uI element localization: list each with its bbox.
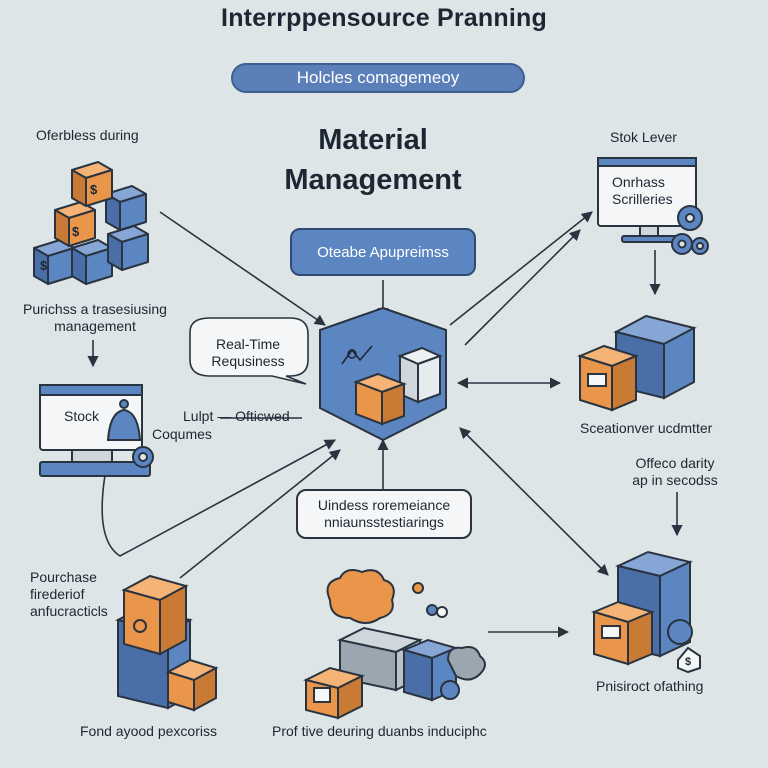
arrow-center-to-bottomright: [459, 427, 609, 576]
main-heading: Material Management: [262, 120, 484, 200]
speech-bubble-text: Real-Time Requsiness: [196, 336, 300, 370]
label-top-left: Oferbless during: [36, 127, 139, 143]
arrow-center-to-leftbottom: [179, 449, 341, 579]
speech-line-2: Requsiness: [211, 353, 285, 369]
svg-text:$: $: [90, 182, 98, 197]
curve-left: [101, 439, 336, 557]
lower-process-box: Uindess roremeiance nniaunsstestiarings: [296, 489, 472, 539]
speech-bubble: [189, 317, 309, 385]
label-left-bottom-line-3: anfucracticls: [30, 603, 108, 619]
heading-line-1: Material: [318, 124, 428, 156]
lower-box-line-2: nniaunsstestiarings: [324, 514, 444, 530]
label-top-right: Stok Lever: [610, 129, 677, 145]
stock-level-monitor: [597, 157, 709, 255]
label-stock: Stock: [64, 408, 100, 424]
monitor-line-2: Scrilleries: [612, 191, 673, 207]
label-lulpt: Lulpt — Ofticwed: [183, 408, 290, 424]
purchase-boxes-bottom-left: [115, 574, 219, 712]
label-bottom-right: Pnisiroct ofathing: [596, 678, 704, 694]
stock-monitor-illustration: [39, 384, 154, 477]
warehouse-box-right: [577, 314, 697, 412]
label-left-bottom-line-2: firederiof: [30, 586, 85, 602]
label-right-mid-2: Offeco darity ap in secodss: [600, 455, 750, 489]
dollar-icon: $ $ $: [40, 182, 98, 273]
arrow-topleft-to-center: [159, 211, 326, 326]
svg-text:$: $: [72, 224, 80, 239]
arrow-topright-to-center: [464, 229, 581, 346]
label-bottom-center: Prof tive deuring duanbs induciphc: [272, 723, 487, 739]
label-bottom-left: Fond ayood pexcoriss: [80, 723, 217, 739]
label-coqumes: Coqumes: [152, 426, 212, 442]
monitor-text: Onrhass Scrilleries: [612, 174, 692, 208]
shipping-box-bottom-right: $: [591, 550, 701, 674]
label-right-mid-2-line-1: Offeco darity: [635, 455, 715, 471]
label-left-mid-line-2: management: [54, 318, 136, 334]
central-process-box: Oteabe Apupreimss: [290, 228, 476, 276]
label-left-bottom: Pourchase firederiof anfucracticls: [30, 569, 108, 620]
heading-line-2: Management: [284, 164, 462, 196]
label-left-mid-line-1: Purichss a trasesiusing: [23, 301, 167, 317]
arrow-center-to-topright: [449, 211, 593, 326]
label-left-mid: Purichss a trasesiusing management: [0, 301, 190, 335]
monitor-line-1: Onrhass: [612, 174, 665, 190]
subtitle-pill: Holcles comagemeoy: [231, 63, 525, 93]
lower-box-line-1: Uindess roremeiance: [317, 497, 451, 513]
production-machinery: [303, 569, 486, 720]
central-hub: [319, 306, 447, 442]
svg-text:$: $: [685, 656, 691, 668]
label-right-mid-2-line-2: ap in secodss: [632, 472, 718, 488]
cube-stack-top-left: [33, 161, 149, 285]
diagram-title: Interrppensource Pranning: [221, 4, 547, 32]
label-right-mid: Sceationver ucdmtter: [580, 420, 713, 436]
svg-text:$: $: [40, 258, 48, 273]
speech-line-1: Real-Time: [215, 336, 281, 352]
label-left-bottom-line-1: Pourchase: [30, 569, 97, 585]
